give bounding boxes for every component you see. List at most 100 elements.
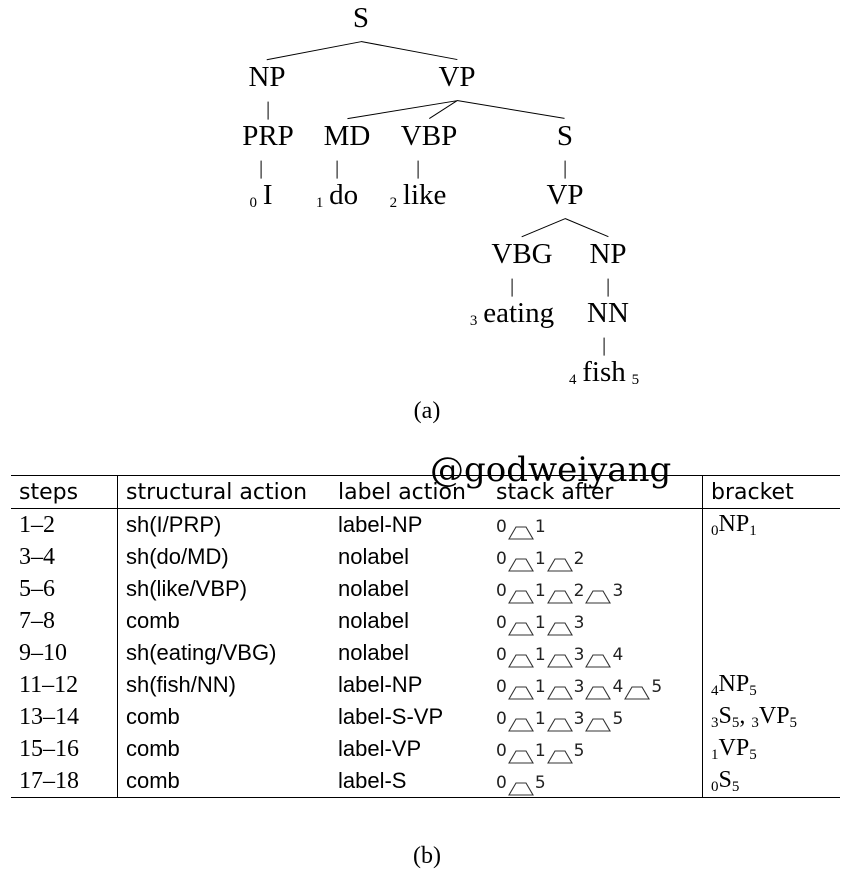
tree-edge-NP_2-NN bbox=[607, 278, 609, 297]
cell-structural-action: sh(fish/NN) bbox=[126, 672, 237, 697]
span-trapezoid-icon bbox=[546, 584, 573, 604]
cell-structural-action: sh(I/PRP) bbox=[126, 512, 222, 537]
bracket-post-index: 5 bbox=[749, 746, 757, 763]
cell-structural-action: comb bbox=[126, 736, 180, 761]
cell-steps: 17–18 bbox=[11, 765, 118, 798]
stack-index: 0 bbox=[496, 548, 507, 569]
bracket-post-index: 1 bbox=[749, 522, 757, 539]
stack-index: 4 bbox=[612, 644, 624, 665]
node-label: NP bbox=[589, 238, 627, 270]
tree-node-vp-2: VP bbox=[546, 180, 583, 210]
tree-word-w-i: 0 I bbox=[250, 180, 273, 218]
span-trapezoid-icon bbox=[507, 744, 534, 764]
stack-index: 5 bbox=[573, 740, 585, 761]
cell-steps: 11–12 bbox=[11, 669, 118, 701]
word-index-pre: 3 bbox=[469, 313, 478, 329]
cell-steps: 7–8 bbox=[11, 605, 118, 637]
table-header-row: steps structural action label action sta… bbox=[11, 475, 840, 509]
cell-label-action: nolabel bbox=[338, 576, 409, 601]
stack-index: 0 bbox=[496, 516, 507, 537]
cell-structural-action: comb bbox=[126, 768, 180, 793]
cell-bracket bbox=[703, 605, 841, 637]
bracket-pre-index: 1 bbox=[711, 746, 719, 763]
tree-node-nn: NN bbox=[587, 298, 629, 328]
bracket-label: NP bbox=[718, 670, 750, 697]
stack-index: 2 bbox=[573, 580, 585, 601]
tree-edge-S_root-NP_1 bbox=[266, 41, 362, 61]
node-label: NN bbox=[587, 297, 629, 329]
stack-index: 1 bbox=[534, 644, 546, 665]
tree-node-md: MD bbox=[324, 121, 371, 151]
stack-index: 3 bbox=[573, 676, 585, 697]
stack-index: 2 bbox=[573, 548, 585, 569]
span-trapezoid-icon bbox=[546, 744, 573, 764]
header-stack-after: stack after bbox=[488, 475, 703, 509]
span-trapezoid-icon bbox=[507, 520, 534, 540]
tree-edge-VBG-w_eating bbox=[511, 278, 513, 297]
cell-steps: 5–6 bbox=[11, 573, 118, 605]
bracket-item: 3VP5 bbox=[751, 702, 797, 731]
node-label: VP bbox=[438, 61, 476, 93]
span-trapezoid-icon bbox=[507, 712, 534, 732]
node-label: do bbox=[329, 179, 359, 211]
stack-index: 0 bbox=[496, 708, 507, 729]
cell-structural-action: sh(like/VBP) bbox=[126, 576, 248, 601]
cell-label-action: label-S bbox=[338, 768, 407, 793]
stack-index: 5 bbox=[612, 708, 624, 729]
cell-bracket: 1VP5 bbox=[703, 733, 841, 765]
cell-label-action: nolabel bbox=[338, 608, 409, 633]
node-label: VBP bbox=[400, 120, 458, 152]
tree-edge-S_2-VP_2 bbox=[564, 160, 566, 179]
cell-steps: 13–14 bbox=[11, 701, 118, 733]
node-label: S bbox=[352, 2, 370, 34]
bracket-item: 4NP5 bbox=[711, 670, 757, 699]
tree-node-vbp: VBP bbox=[401, 121, 457, 151]
span-trapezoid-icon bbox=[507, 584, 534, 604]
bracket-item: 0S5 bbox=[711, 767, 739, 795]
span-trapezoid-icon bbox=[546, 648, 573, 668]
bracket-label: VP bbox=[718, 734, 750, 761]
stack-index: 0 bbox=[496, 676, 507, 697]
node-label: VBG bbox=[491, 238, 553, 270]
tree-edge-PRP-w_I bbox=[260, 160, 262, 179]
word-index-pre: 2 bbox=[389, 195, 398, 211]
word-index-pre: 1 bbox=[315, 195, 324, 211]
node-label: VP bbox=[546, 179, 584, 211]
stack-index: 1 bbox=[534, 516, 546, 537]
bracket-label: VP bbox=[758, 702, 790, 729]
stack-index: 3 bbox=[573, 612, 585, 633]
span-trapezoid-icon bbox=[624, 680, 651, 700]
cell-label-action: label-VP bbox=[338, 736, 422, 761]
span-trapezoid-icon bbox=[546, 616, 573, 636]
span-trapezoid-icon bbox=[507, 776, 534, 796]
stack-index: 4 bbox=[612, 676, 624, 697]
tree-word-w-like: 2 like bbox=[390, 180, 447, 218]
caption-b: (b) bbox=[413, 843, 441, 869]
header-steps: steps bbox=[11, 475, 118, 509]
tree-word-w-do: 1 do bbox=[316, 180, 358, 218]
tree-edge-MD-w_do bbox=[336, 160, 338, 179]
cell-bracket: 0S5 bbox=[703, 765, 841, 798]
stack-index: 0 bbox=[496, 644, 507, 665]
span-trapezoid-icon bbox=[585, 712, 612, 732]
bracket-item: 1VP5 bbox=[711, 734, 757, 763]
node-label: PRP bbox=[242, 120, 294, 152]
span-trapezoid-icon bbox=[507, 648, 534, 668]
span-trapezoid-icon bbox=[507, 552, 534, 572]
caption-a: (a) bbox=[413, 398, 441, 424]
span-trapezoid-icon bbox=[546, 552, 573, 572]
header-label-action: label action bbox=[338, 479, 466, 505]
cell-label-action: label-S-VP bbox=[338, 704, 444, 729]
cell-label-action: nolabel bbox=[338, 544, 409, 569]
cell-structural-action: comb bbox=[126, 704, 180, 729]
